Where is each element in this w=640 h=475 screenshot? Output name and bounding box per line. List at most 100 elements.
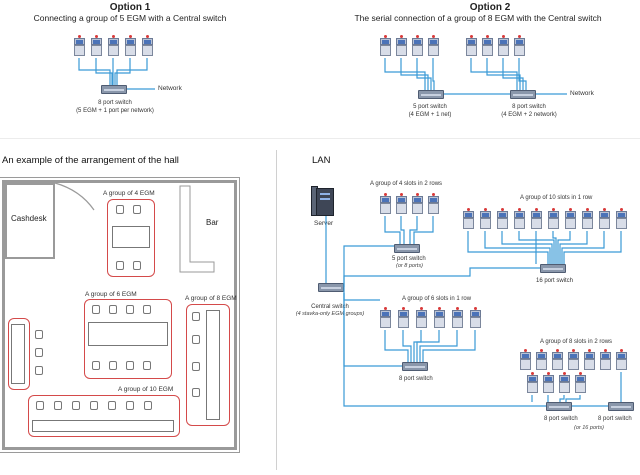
- egm-icon: [396, 193, 407, 214]
- chair-icon: [133, 205, 141, 214]
- egm-icon: [616, 349, 627, 370]
- egm-icon: [142, 35, 153, 56]
- egm-icon: [552, 349, 563, 370]
- egm-icon: [498, 35, 509, 56]
- option2-switch1-note: (4 EGM + 1 net): [408, 112, 452, 118]
- hall-group4-table: [112, 226, 150, 248]
- lan-group4-title: A group of 4 slots in 2 rows: [370, 181, 443, 187]
- option2-subtitle: The serial connection of a group of 8 EG…: [354, 13, 602, 23]
- egm-icon: [463, 208, 474, 229]
- egm-icon: [380, 307, 391, 328]
- egm-icon: [74, 35, 85, 56]
- egm-icon: [416, 307, 427, 328]
- option1-switch-label: 8 port switch: [98, 100, 132, 106]
- chair-icon: [54, 401, 62, 410]
- chair-icon: [116, 205, 124, 214]
- egm-icon: [559, 372, 570, 393]
- chair-icon: [143, 305, 151, 314]
- egm-icon: [584, 349, 595, 370]
- egm-icon: [108, 35, 119, 56]
- chair-icon: [92, 361, 100, 370]
- egm-icon: [434, 307, 445, 328]
- egm-icon: [125, 35, 136, 56]
- lan-group10-title: A group of 10 slots in 1 row: [520, 195, 593, 201]
- egm-icon: [599, 208, 610, 229]
- hall-group8-table: [206, 310, 220, 420]
- lan-group10-switch-icon: [540, 264, 566, 273]
- chair-icon: [133, 261, 141, 270]
- lan-group10-switch-label: 16 port switch: [536, 278, 574, 284]
- chair-icon: [90, 401, 98, 410]
- option1-network-label: Network: [158, 85, 182, 92]
- option1-title: Option 1: [109, 2, 151, 13]
- hall-group10-table: [32, 420, 174, 432]
- lan-group6-switch-label: 8 port switch: [399, 376, 433, 382]
- egm-icon: [482, 35, 493, 56]
- option1-switch-note: (5 EGM + 1 port per network): [76, 108, 154, 114]
- option2-title: Option 2: [469, 2, 511, 13]
- lan-group4-switch-icon: [394, 244, 420, 253]
- hall-group4-label: A group of 4 EGM: [103, 190, 155, 197]
- chair-icon: [143, 361, 151, 370]
- egm-icon: [398, 307, 409, 328]
- egm-icon: [565, 208, 576, 229]
- hall-group4-box: [107, 199, 155, 277]
- chair-icon: [144, 401, 152, 410]
- lan-group8-title: A group of 8 slots in 2 rows: [540, 339, 613, 345]
- egm-icon: [452, 307, 463, 328]
- egm-icon: [497, 208, 508, 229]
- option2-switch2-label: 8 port switch: [512, 104, 546, 110]
- chair-icon: [35, 366, 43, 375]
- chair-icon: [108, 401, 116, 410]
- server-icon: [316, 188, 334, 216]
- egm-icon: [514, 208, 525, 229]
- egm-icon: [548, 208, 559, 229]
- chair-icon: [35, 330, 43, 339]
- hall-group8-box: [186, 304, 230, 426]
- hall-title: An example of the arrangement of the hal…: [2, 155, 179, 166]
- hall-floorplan: [0, 177, 240, 453]
- lan-group8-switch-a-label: 8 port switch: [544, 416, 578, 422]
- chair-icon: [116, 261, 124, 270]
- central-switch-note: (4 stavka-only EGM groups): [295, 311, 365, 317]
- egm-icon: [531, 208, 542, 229]
- egm-icon: [536, 349, 547, 370]
- egm-icon: [428, 193, 439, 214]
- central-switch-label: Central switch: [311, 304, 349, 310]
- chair-icon: [36, 401, 44, 410]
- option2-switch2-note: (4 EGM + 2 network): [501, 112, 557, 118]
- egm-icon: [527, 372, 538, 393]
- chair-icon: [126, 361, 134, 370]
- chair-icon: [126, 401, 134, 410]
- hall-left-table: [11, 324, 25, 384]
- egm-icon: [520, 349, 531, 370]
- hall-group6-label: A group of 6 EGM: [85, 291, 137, 298]
- server-label: Server: [314, 220, 334, 227]
- chair-icon: [72, 401, 80, 410]
- egm-icon: [575, 372, 586, 393]
- option1-subtitle: Connecting a group of 5 EGM with a Centr…: [33, 13, 227, 23]
- egm-icon: [412, 35, 423, 56]
- egm-icon: [480, 208, 491, 229]
- option1-switch-icon: [101, 85, 127, 94]
- hall-group6-table: [88, 322, 168, 346]
- hall-left-group-box: [8, 318, 30, 390]
- egm-icon: [466, 35, 477, 56]
- lan-group8-switch-b-label: 8 port switch: [598, 416, 632, 422]
- lan-group8-switch-b-icon: [608, 402, 634, 411]
- egm-icon: [600, 349, 611, 370]
- lan-title: LAN: [312, 155, 331, 166]
- lan-group4-switch-note: (or 8 ports): [396, 263, 423, 269]
- hall-group10-label: A group of 10 EGM: [118, 386, 174, 393]
- hall-group6-box: [84, 299, 172, 379]
- option2-switch1-label: 5 port switch: [413, 104, 447, 110]
- option2-switch1-icon: [418, 90, 444, 99]
- chair-icon: [126, 305, 134, 314]
- chair-icon: [192, 388, 200, 397]
- lan-group4-switch-label: 5 port switch: [392, 256, 426, 262]
- chair-icon: [92, 305, 100, 314]
- option2-network-label: Network: [570, 90, 594, 97]
- egm-icon: [380, 193, 391, 214]
